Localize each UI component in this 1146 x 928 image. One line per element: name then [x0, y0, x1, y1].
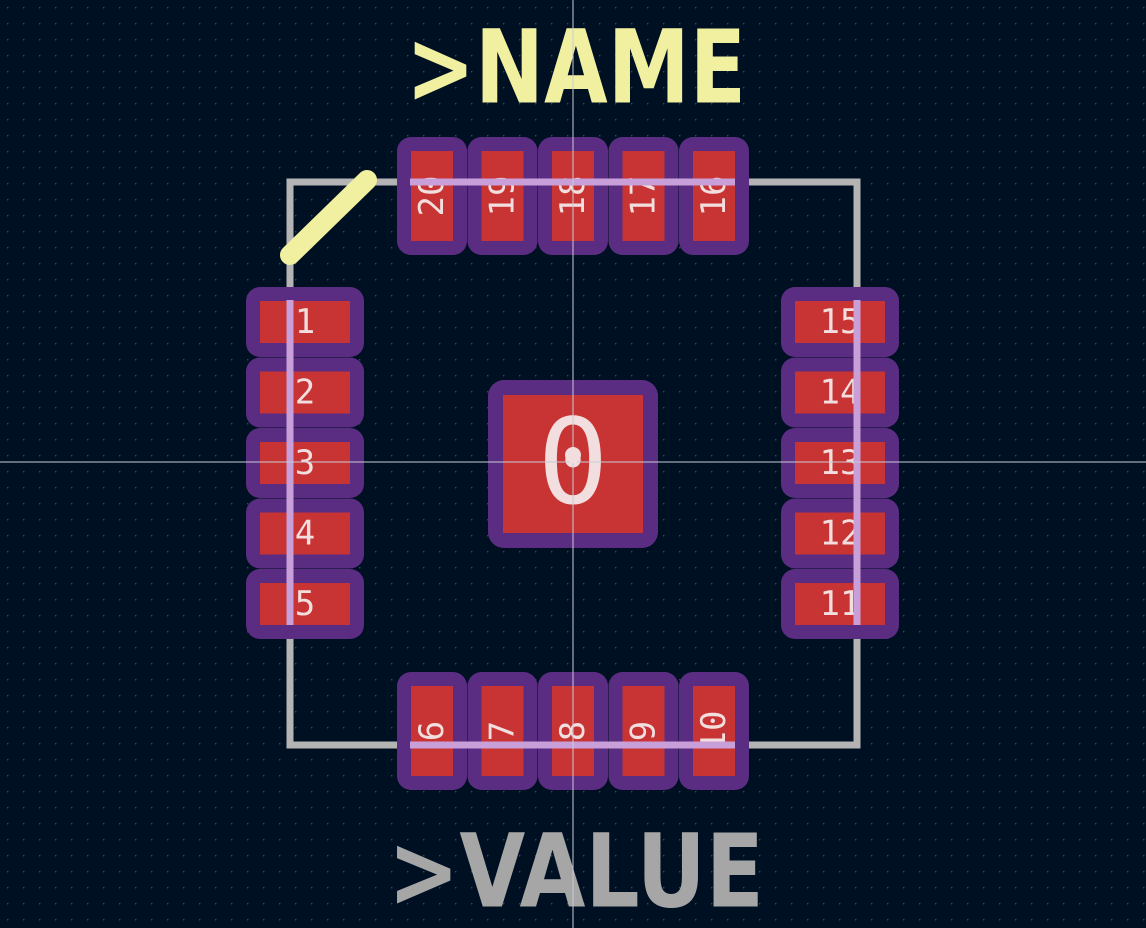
pad-label: 5: [295, 584, 315, 624]
pad-label: 3: [295, 443, 315, 483]
pad-17[interactable]: 17: [608, 137, 679, 255]
pad-label: 4: [295, 514, 315, 554]
pad-1[interactable]: 1: [246, 287, 364, 357]
value-text[interactable]: >VALUE: [388, 813, 764, 928]
pad-copper: [260, 512, 350, 555]
pad-20[interactable]: 20: [397, 137, 467, 255]
pad-13[interactable]: 13: [781, 428, 899, 498]
pin1-marker: [280, 170, 377, 265]
pad-5[interactable]: 5: [246, 569, 364, 639]
pad-copper: [795, 442, 885, 484]
pad-9[interactable]: 9: [608, 672, 679, 790]
pad-3[interactable]: 3: [246, 428, 364, 498]
pad-14[interactable]: 14: [781, 357, 899, 428]
pad-copper: [795, 512, 885, 555]
pad-label: 1: [295, 302, 315, 342]
pad-copper: [481, 151, 524, 241]
pad-19[interactable]: 19: [467, 137, 538, 255]
pad-copper: [260, 371, 350, 414]
pad-10[interactable]: 10: [679, 672, 749, 790]
pad-column-left: 1 2 3 4 5: [246, 287, 364, 639]
pad-label: 9: [624, 721, 664, 741]
pad-16[interactable]: 16: [679, 137, 749, 255]
pad-copper: [622, 151, 665, 241]
pad-copper: [260, 442, 350, 484]
pad-copper: [260, 583, 350, 625]
pad-label: 6: [412, 721, 452, 741]
pad-copper: [795, 583, 885, 625]
pad-copper: [693, 686, 735, 776]
pad-copper: [411, 686, 453, 776]
pad-copper: [693, 151, 735, 241]
pad-copper: [795, 371, 885, 414]
pad-copper: [260, 301, 350, 343]
pad-12[interactable]: 12: [781, 498, 899, 569]
pad-copper: [481, 686, 524, 776]
pad-15[interactable]: 15: [781, 287, 899, 357]
pad-copper: [411, 151, 453, 241]
pad-copper: [622, 686, 665, 776]
pad-4[interactable]: 4: [246, 498, 364, 569]
pad-6[interactable]: 6: [397, 672, 467, 790]
pad-7[interactable]: 7: [467, 672, 538, 790]
pad-copper: [795, 301, 885, 343]
pad-11[interactable]: 11: [781, 569, 899, 639]
pad-2[interactable]: 2: [246, 357, 364, 428]
reference-name-text[interactable]: >NAME: [406, 9, 746, 128]
pad-label: 2: [295, 373, 315, 413]
pad-label: 7: [483, 721, 523, 741]
